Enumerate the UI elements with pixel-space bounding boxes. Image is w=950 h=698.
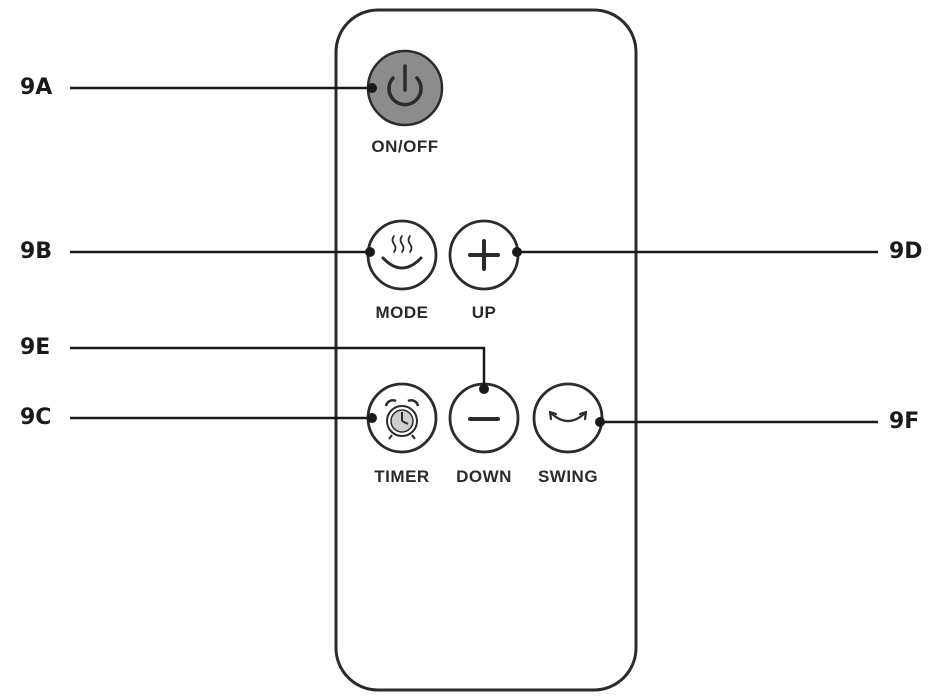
callout-9d: 9D [889, 239, 923, 264]
timer-button-label: TIMER [374, 467, 430, 486]
mode-button[interactable] [366, 219, 438, 291]
swing-button-label: SWING [537, 467, 599, 486]
swing-button[interactable] [532, 382, 604, 454]
mode-button-label: MODE [375, 303, 429, 322]
up-button[interactable] [448, 219, 520, 291]
callout-9b: 9B [20, 239, 53, 264]
callout-9e: 9E [20, 335, 51, 360]
down-button[interactable] [448, 382, 520, 454]
leader-dots [365, 83, 605, 427]
plus-icon [468, 239, 500, 271]
up-button-label: UP [471, 303, 497, 322]
power-button-label: ON/OFF [371, 137, 439, 156]
callout-9a: 9A [20, 75, 53, 100]
power-icon [387, 64, 423, 107]
leader-lines [70, 86, 878, 424]
down-button-label: DOWN [456, 467, 512, 486]
swing-arrows-icon [548, 410, 588, 423]
callout-9c: 9C [20, 405, 52, 430]
leader-9e [70, 346, 486, 389]
remote-body [334, 8, 638, 692]
timer-button[interactable] [366, 382, 438, 454]
callout-9f: 9F [889, 409, 920, 434]
power-button[interactable] [366, 49, 444, 127]
alarm-clock-icon [384, 399, 420, 440]
heat-wave-icon [381, 235, 423, 270]
